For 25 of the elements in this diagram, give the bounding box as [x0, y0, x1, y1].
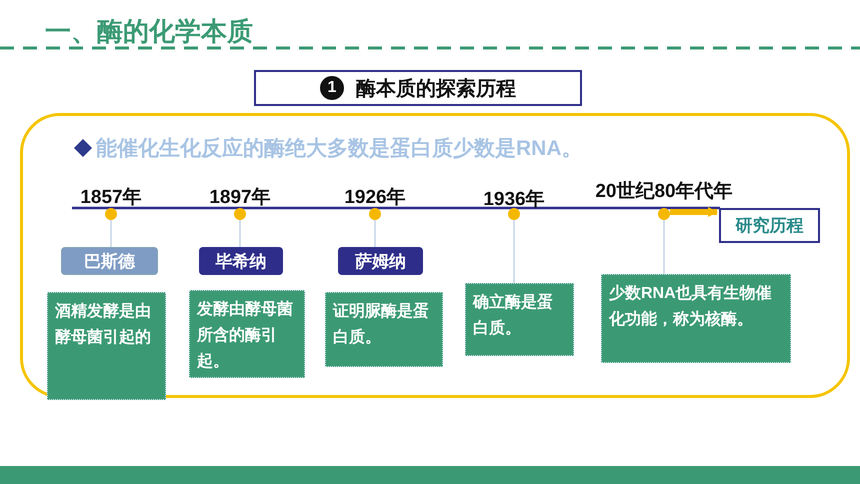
- year-label: 1857年: [79, 186, 143, 210]
- description-box: 少数RNA也具有生物催化功能，称为核酶。: [601, 274, 791, 363]
- description-box: 发酵由酵母菌所含的酶引起。: [189, 290, 305, 378]
- arrow: [670, 207, 718, 217]
- number-badge: 1: [320, 76, 344, 100]
- connector-line: [513, 220, 515, 283]
- page-title: 一、酶的化学本质: [45, 15, 253, 48]
- name-tag: 巴斯德: [61, 247, 158, 275]
- year-label: 1897年: [208, 186, 272, 210]
- bullet-text: 能催化生化反应的酶绝大多数是蛋白质少数是RNA。: [96, 136, 582, 162]
- description-box: 确立酶是蛋白质。: [465, 283, 574, 356]
- year-label: 1926年: [343, 186, 407, 210]
- connector-line: [663, 220, 665, 274]
- timeline-panel: [20, 113, 850, 398]
- year-label: 1936年: [482, 188, 546, 212]
- connector-line: [110, 220, 112, 247]
- year-label: 20世纪80年代年: [594, 180, 734, 204]
- description-box: 酒精发酵是由酵母菌引起的: [47, 292, 166, 400]
- section-heading: 酶本质的探索历程: [356, 76, 516, 102]
- name-tag: 萨姆纳: [338, 247, 423, 275]
- name-tag: 毕希纳: [199, 247, 283, 275]
- connector-line: [374, 220, 376, 247]
- tag-box: 研究历程: [719, 208, 820, 243]
- connector-line: [239, 220, 241, 247]
- description-box: 证明脲酶是蛋白质。: [325, 292, 443, 367]
